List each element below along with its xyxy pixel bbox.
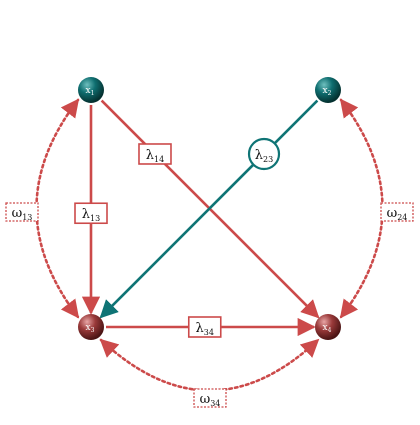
edge-w24 (339, 98, 384, 319)
edge-label-l34: λ34 (187, 316, 222, 338)
edge-label-w34: ω34 (193, 388, 227, 408)
edge-subscript: 13 (90, 214, 100, 223)
label-box-dashed (193, 388, 227, 408)
node-x3: x3 (78, 314, 104, 340)
edge-label-l14: λ14 (138, 143, 172, 165)
edge-label-text: λ13 (82, 207, 100, 223)
edge-symbol: λ (82, 207, 90, 222)
node-sphere (315, 314, 341, 340)
node-symbol: x (86, 323, 91, 333)
label-box (138, 143, 172, 165)
edge-symbol: λ (196, 321, 204, 336)
edge-symbol: ω (387, 206, 398, 221)
edge-label-text: ω34 (200, 392, 221, 408)
edge-layer (35, 98, 384, 392)
edge-label-text: λ14 (146, 148, 164, 164)
edge-l23 (99, 99, 319, 319)
edge-symbol: ω (200, 392, 211, 407)
node-subscript: 3 (91, 327, 95, 334)
edge-label-w24: ω24 (380, 202, 414, 222)
edge-subscript: 13 (22, 213, 32, 222)
edge-w34 (99, 338, 320, 392)
node-sphere (315, 77, 341, 103)
node-sphere (78, 77, 104, 103)
label-box-dashed (5, 202, 39, 222)
edge-subscript: 24 (397, 213, 407, 222)
node-subscript: 4 (328, 327, 332, 334)
node-label: x3 (86, 323, 95, 334)
edge-subscript: 34 (204, 328, 214, 337)
edge-label-text: ω24 (387, 206, 408, 222)
edge-label-l13: λ13 (74, 202, 108, 225)
node-subscript: 1 (91, 90, 95, 97)
node-symbol: x (86, 86, 91, 96)
node-x4: x4 (315, 314, 341, 340)
node-sphere (78, 314, 104, 340)
node-label: x2 (323, 86, 332, 97)
edge-label-text: ω13 (12, 206, 33, 222)
node-symbol: x (323, 323, 328, 333)
label-box (187, 316, 222, 338)
edge-symbol: ω (12, 206, 23, 221)
edge-subscript: 23 (263, 155, 273, 164)
label-box-dashed (380, 202, 414, 222)
edge-w13 (35, 98, 80, 319)
node-x1: x1 (78, 77, 104, 103)
label-box (74, 202, 108, 225)
label-circle (247, 137, 281, 171)
node-x2: x2 (315, 77, 341, 103)
edge-subscript: 34 (210, 399, 220, 408)
edge-label-l23: λ23 (247, 137, 281, 171)
edge-symbol: λ (255, 148, 263, 163)
edge-label-w13: ω13 (5, 202, 39, 222)
edge-subscript: 14 (154, 155, 164, 164)
node-label: x4 (323, 323, 332, 334)
node-label: x1 (86, 86, 95, 97)
node-symbol: x (323, 86, 328, 96)
edge-label-text: λ34 (196, 321, 214, 337)
node-subscript: 2 (328, 90, 332, 97)
edge-label-text: λ23 (255, 148, 273, 164)
edge-symbol: λ (146, 148, 154, 163)
